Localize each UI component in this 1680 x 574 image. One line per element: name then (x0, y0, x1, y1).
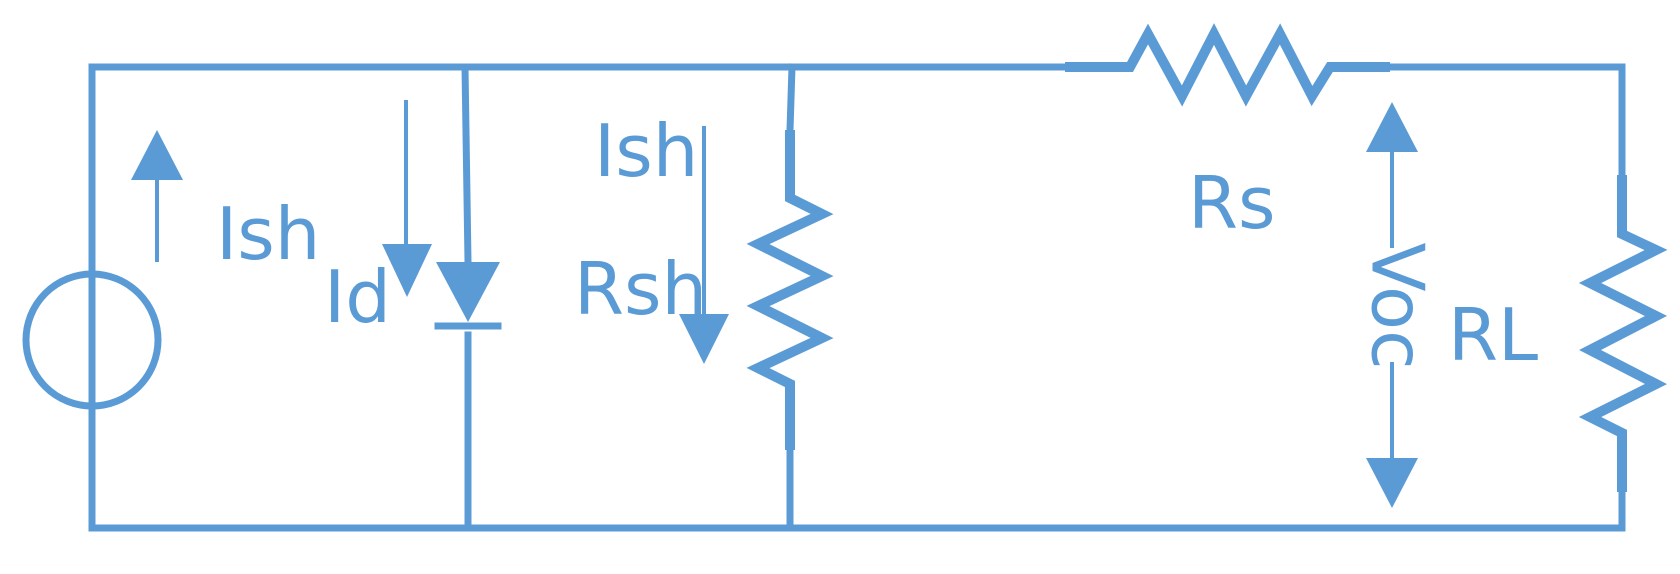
wires (88, 63, 1626, 532)
source-current-label: Ish (216, 192, 320, 276)
current-source-symbol (22, 130, 183, 410)
source-current-arrow (131, 130, 183, 180)
voc-indicator (1366, 102, 1418, 508)
diode-current-label: Id (324, 255, 391, 339)
load-resistor-label: RL (1448, 293, 1538, 377)
shunt-branch-top-wire (786, 63, 796, 134)
top-wire-right (1386, 63, 1626, 179)
bottom-wire (88, 488, 1626, 532)
load-resistor-symbol (1578, 175, 1668, 492)
voc-arrow-up (1366, 102, 1418, 152)
voc-label: Voc (1355, 242, 1439, 369)
diode-symbol (382, 100, 502, 330)
shunt-current-label: Ish (594, 109, 698, 193)
series-resistor-label: Rs (1188, 161, 1276, 245)
diode-current-arrow (382, 244, 432, 297)
shunt-resistor-symbol (679, 126, 834, 450)
shunt-current-arrow (679, 314, 729, 364)
series-resistor-symbol (1065, 23, 1390, 107)
shunt-resistor-label: Rsh (574, 247, 707, 331)
diode-branch-top-wire (461, 63, 472, 266)
voc-arrow-down (1366, 458, 1418, 508)
